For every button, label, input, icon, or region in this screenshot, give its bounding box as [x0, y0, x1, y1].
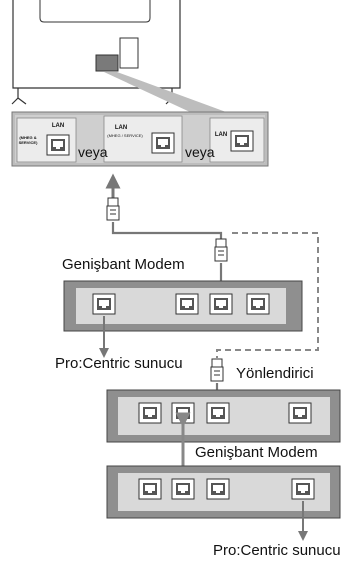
lan-label-1: LAN	[51, 123, 65, 129]
broadband-modem-label-2: Genişbant Modem	[195, 444, 318, 461]
router-label: Yönlendirici	[236, 365, 314, 382]
modem-cable-plug	[214, 238, 228, 262]
server-label-1: Pro:Centric sunucu	[55, 355, 183, 372]
zoom-callout	[104, 72, 226, 112]
mheg-service-label-1: (MHEG & SERVICE)	[18, 135, 38, 145]
or-label-2: veya	[185, 144, 215, 160]
or-label-1: veya	[78, 144, 108, 160]
tv-cable-plug	[106, 197, 120, 221]
broadband-modem-1	[63, 280, 303, 332]
mheg-service-label-2: (MHEG / SERVICE)	[107, 133, 143, 138]
lan-label-3: LAN	[214, 132, 228, 138]
broadband-modem-label-1: Genişbant Modem	[62, 256, 185, 273]
broadband-modem-2	[106, 465, 341, 519]
tv-back-panel	[12, 0, 181, 89]
router-cable-plug	[210, 358, 224, 382]
lan-options-panel	[11, 111, 269, 167]
lan-label-2: LAN	[114, 125, 128, 131]
server-label-2: Pro:Centric sunucu	[213, 542, 341, 559]
tv-stand-left	[11, 88, 27, 105]
router-device	[106, 389, 341, 443]
